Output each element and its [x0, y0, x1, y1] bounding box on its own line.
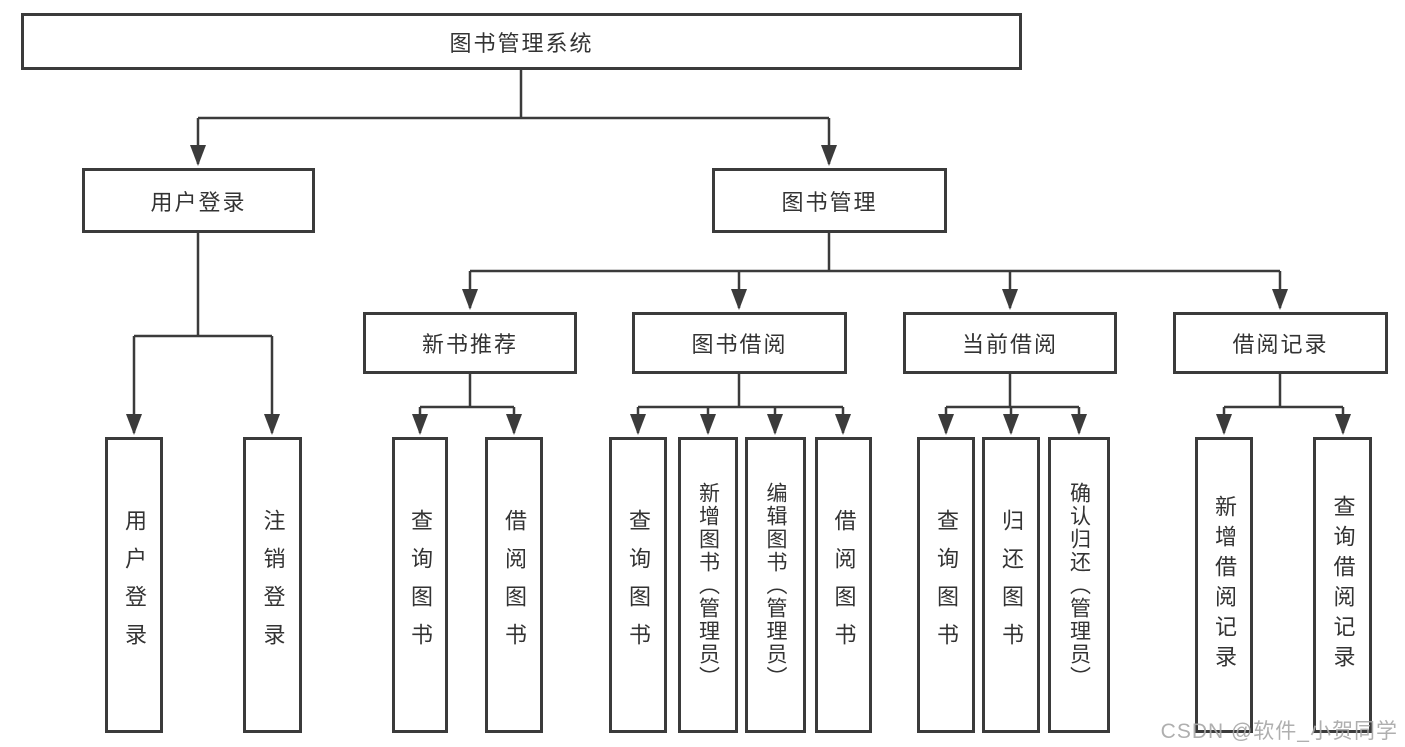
node-new-book-recommend: 新书推荐 [363, 312, 577, 374]
node-borrow-records: 借阅记录 [1173, 312, 1388, 374]
node-book-management: 图书管理 [712, 168, 947, 233]
node-leaf-edit-books-admin: 编辑图书（管理员） [745, 437, 806, 733]
node-leaf-query-books-1: 查询图书 [392, 437, 448, 733]
node-book-borrowing: 图书借阅 [632, 312, 847, 374]
node-leaf-query-books-3: 查询图书 [917, 437, 975, 733]
node-leaf-borrow-books-2: 借阅图书 [815, 437, 872, 733]
node-leaf-add-borrow-record: 新增借阅记录 [1195, 437, 1253, 733]
node-leaf-user-login: 用户登录 [105, 437, 163, 733]
node-leaf-query-books-2: 查询图书 [609, 437, 667, 733]
node-root-library-system: 图书管理系统 [21, 13, 1022, 70]
node-leaf-query-borrow-record: 查询借阅记录 [1313, 437, 1372, 733]
node-leaf-borrow-books-1: 借阅图书 [485, 437, 543, 733]
node-user-login-group: 用户登录 [82, 168, 315, 233]
node-leaf-confirm-return-admin: 确认归还（管理员） [1048, 437, 1110, 733]
node-leaf-logout: 注销登录 [243, 437, 302, 733]
node-current-borrowing: 当前借阅 [903, 312, 1117, 374]
node-leaf-add-books-admin: 新增图书（管理员） [678, 437, 738, 733]
csdn-watermark: CSDN @软件_小贺同学 [1160, 720, 1398, 743]
node-leaf-return-books: 归还图书 [982, 437, 1040, 733]
